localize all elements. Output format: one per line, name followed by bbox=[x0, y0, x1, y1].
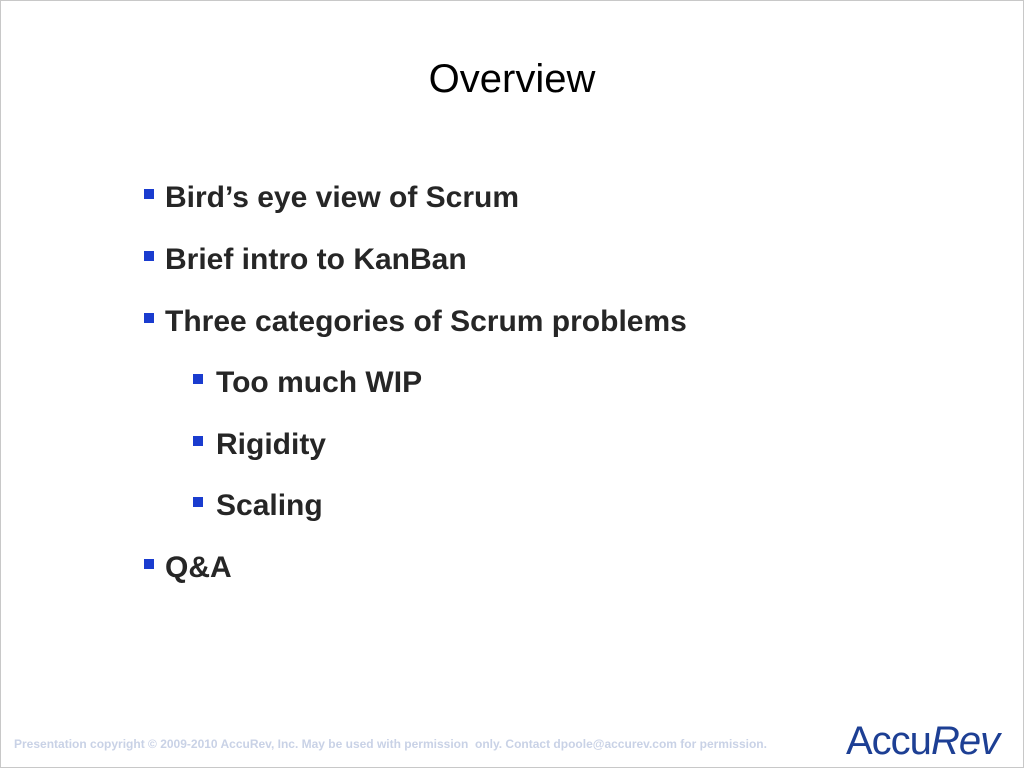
square-bullet-icon bbox=[144, 559, 154, 569]
bullet-text: Bird’s eye view of Scrum bbox=[165, 181, 520, 214]
bullet-text: Three categories of Scrum problems bbox=[165, 305, 687, 338]
square-bullet-icon bbox=[144, 189, 154, 199]
sub-bullet-text: Too much WIP bbox=[216, 366, 423, 399]
slide-title: Overview bbox=[428, 56, 596, 101]
square-bullet-icon bbox=[144, 313, 154, 323]
square-bullet-icon bbox=[193, 374, 203, 384]
logo-text-rev: Rev bbox=[930, 719, 1000, 763]
sub-bullet-text: Rigidity bbox=[216, 428, 326, 461]
square-bullet-icon bbox=[144, 251, 154, 261]
square-bullet-icon bbox=[193, 497, 203, 507]
logo-text-accu: Accu bbox=[846, 719, 932, 763]
accurev-logo: AccuRev bbox=[846, 716, 1000, 766]
copyright-footer: Presentation copyright © 2009-2010 AccuR… bbox=[14, 737, 767, 751]
bullet-text: Q&A bbox=[165, 551, 232, 584]
bullet-text: Brief intro to KanBan bbox=[165, 243, 467, 276]
sub-bullet-text: Scaling bbox=[216, 489, 323, 522]
square-bullet-icon bbox=[193, 436, 203, 446]
